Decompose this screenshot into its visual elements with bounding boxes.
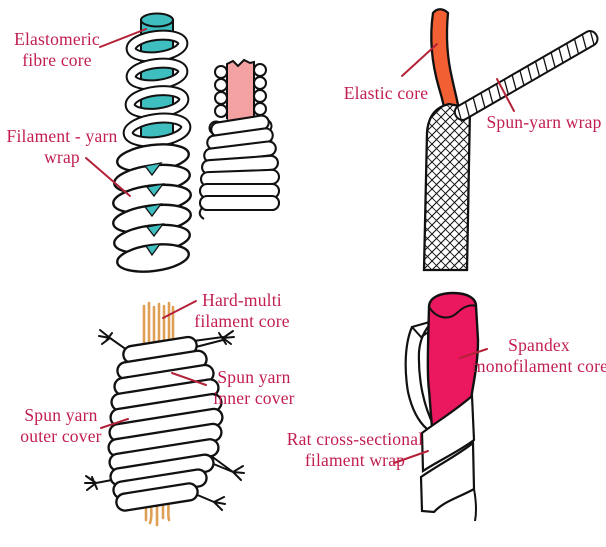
elastic-core-strand: [430, 8, 462, 121]
coil-tail: [198, 206, 205, 220]
bead: [253, 63, 267, 77]
double-covered-yarn-figure: [84, 301, 245, 527]
core-peek: [145, 223, 165, 238]
label-line: wrap: [44, 147, 80, 167]
leader-hard-multi-filament-core: [162, 300, 197, 319]
label-line: Spandex: [508, 335, 570, 355]
spun-yarn-strand-twists: [457, 30, 595, 123]
coil-bar: [198, 194, 281, 212]
leader-elastomeric-fibre-core: [99, 28, 147, 48]
filament-yarn-wrap-upper-coils: [122, 29, 192, 148]
label-spun-yarn-inner-cover: Spun yarn inner cover: [202, 367, 306, 409]
bead: [214, 104, 228, 118]
label-rat-cross-sectional-filament-wrap: Rat cross-sectional filament wrap: [281, 429, 429, 471]
bead: [253, 89, 267, 103]
leader-spun-yarn-outer-cover: [100, 418, 129, 429]
wrap-coil-bars: [198, 114, 281, 212]
coil-loop: [125, 57, 189, 91]
coil-loop: [122, 112, 192, 148]
label-line: Rat cross-sectional: [286, 429, 424, 449]
leader-filament-yarn-wrap: [85, 157, 131, 197]
frayed-end: [185, 330, 235, 350]
core-top-rim: [428, 304, 477, 319]
label-line: filament core: [194, 311, 290, 331]
core-peek: [144, 243, 162, 257]
spandex-core-yarn-figure: [404, 291, 480, 522]
spun-yarn-strand: [453, 30, 599, 123]
bead: [253, 102, 267, 116]
coil-loop: [125, 29, 189, 63]
core-twisted-yarn-figure: [422, 8, 599, 272]
label-line: outer cover: [20, 426, 102, 446]
label-spun-yarn-wrap: Spun-yarn wrap: [482, 112, 606, 133]
label-line: Hard-multi: [202, 290, 282, 310]
leader-rat-cross-sectional-filament-wrap: [393, 450, 429, 464]
label-line: filament wrap: [304, 450, 406, 470]
leader-spun-yarn-inner-cover: [171, 372, 207, 386]
hard-multi-filament-core-top: [142, 301, 175, 360]
bead: [214, 91, 228, 105]
label-line: Spun yarn: [217, 367, 291, 387]
core-peek: [143, 203, 163, 218]
label-line: Elastomeric: [14, 29, 100, 49]
core-peek: [143, 162, 163, 177]
label-elastomeric-fibre-core: Elastomeric fibre core: [6, 29, 108, 71]
label-filament-yarn-wrap: Filament - yarn wrap: [6, 126, 118, 168]
bead: [214, 78, 228, 92]
leader-spun-yarn-wrap: [496, 78, 515, 112]
leader-lines: [85, 28, 515, 464]
leader-elastic-core: [401, 43, 438, 77]
flat-wrap-tail: [473, 488, 478, 522]
label-line: Spun yarn: [24, 405, 98, 425]
label-spun-yarn-outer-cover: Spun yarn outer cover: [10, 405, 112, 447]
core-peek: [145, 183, 165, 198]
bead: [214, 65, 228, 79]
frayed-end: [187, 490, 226, 511]
covered-yarn-small-figure: [198, 58, 281, 220]
leader-spandex-monofilament-core: [459, 348, 488, 359]
core-peek-triangles: [143, 162, 165, 257]
frayed-end: [98, 329, 138, 358]
label-line: fibre core: [22, 50, 92, 70]
spun-yarn-wrapped-body: [422, 102, 472, 272]
label-line: Filament - yarn: [6, 126, 118, 146]
label-line: monofilament core: [472, 356, 606, 376]
elastomeric-core-yarn-figure: [112, 12, 192, 273]
label-line: Elastic core: [343, 83, 429, 103]
spun-yarn-covers: [107, 335, 224, 512]
frayed-end: [198, 449, 245, 481]
cover-coil: [115, 482, 199, 512]
spun-yarn-strand-tube: [453, 30, 599, 121]
flat-wrap-turn-upper: [420, 393, 476, 474]
core-top-face: [140, 12, 174, 28]
label-line: Spun-yarn wrap: [486, 112, 602, 132]
label-spandex-monofilament-core: Spandex monofilament core: [472, 335, 606, 377]
label-hard-multi-filament-core: Hard-multi filament core: [194, 290, 290, 332]
label-elastic-core: Elastic core: [338, 83, 434, 104]
label-line: inner cover: [213, 388, 295, 408]
bead: [253, 76, 267, 90]
